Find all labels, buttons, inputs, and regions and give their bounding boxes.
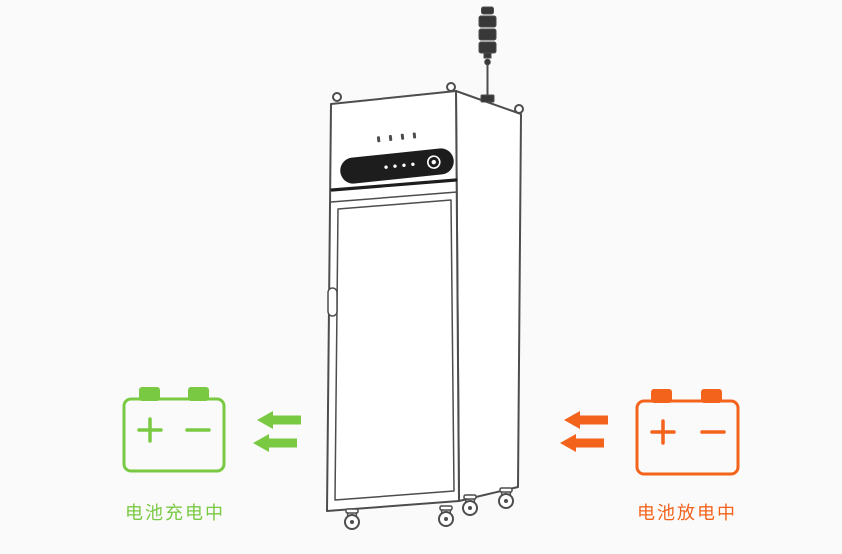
discharging-group [560,389,740,476]
cabinet-door [334,199,455,501]
caster-wheel-icon [344,508,360,530]
discharging-arrows [560,411,608,452]
arrow-left-icon [560,434,604,452]
cabinet-front-panel [326,90,460,512]
indicator-light [384,165,388,169]
discharging-label: 电池放电中 [637,503,737,524]
lifting-eye-icon [332,92,342,102]
charging-label: 电池充电中 [125,503,225,524]
battery-body [635,399,740,476]
cabinet-side-panel [455,90,522,502]
caster-wheel-icon [438,505,454,527]
battery-discharging-icon [635,389,740,476]
arrow-left-icon [253,434,297,452]
lifting-eyes [332,82,524,114]
caster-wheel-icon [462,494,478,516]
indicator-light [411,162,415,167]
panel-trim-line [330,178,458,192]
vent-marks [376,132,417,143]
door-handle [327,287,338,317]
caster-wheel-icon [498,487,514,509]
lifting-eye-icon [446,82,456,92]
indicator-light [393,164,397,168]
charging-group [122,387,301,473]
power-button-icon [426,155,441,169]
cabinet-illustration [326,6,524,530]
indicator-light [402,163,406,167]
lifting-eye-icon [514,104,524,114]
arrow-left-icon [564,411,608,429]
arrow-left-icon [257,411,301,429]
battery-body [122,397,226,473]
plus-symbol [650,419,676,445]
power-button-icon [431,159,436,165]
battery-charging-icon [122,387,226,473]
signal-tower-icon [478,6,497,103]
plus-symbol [137,417,163,443]
control-panel [340,148,454,184]
charging-arrows [253,411,301,452]
door-seam [330,191,458,203]
